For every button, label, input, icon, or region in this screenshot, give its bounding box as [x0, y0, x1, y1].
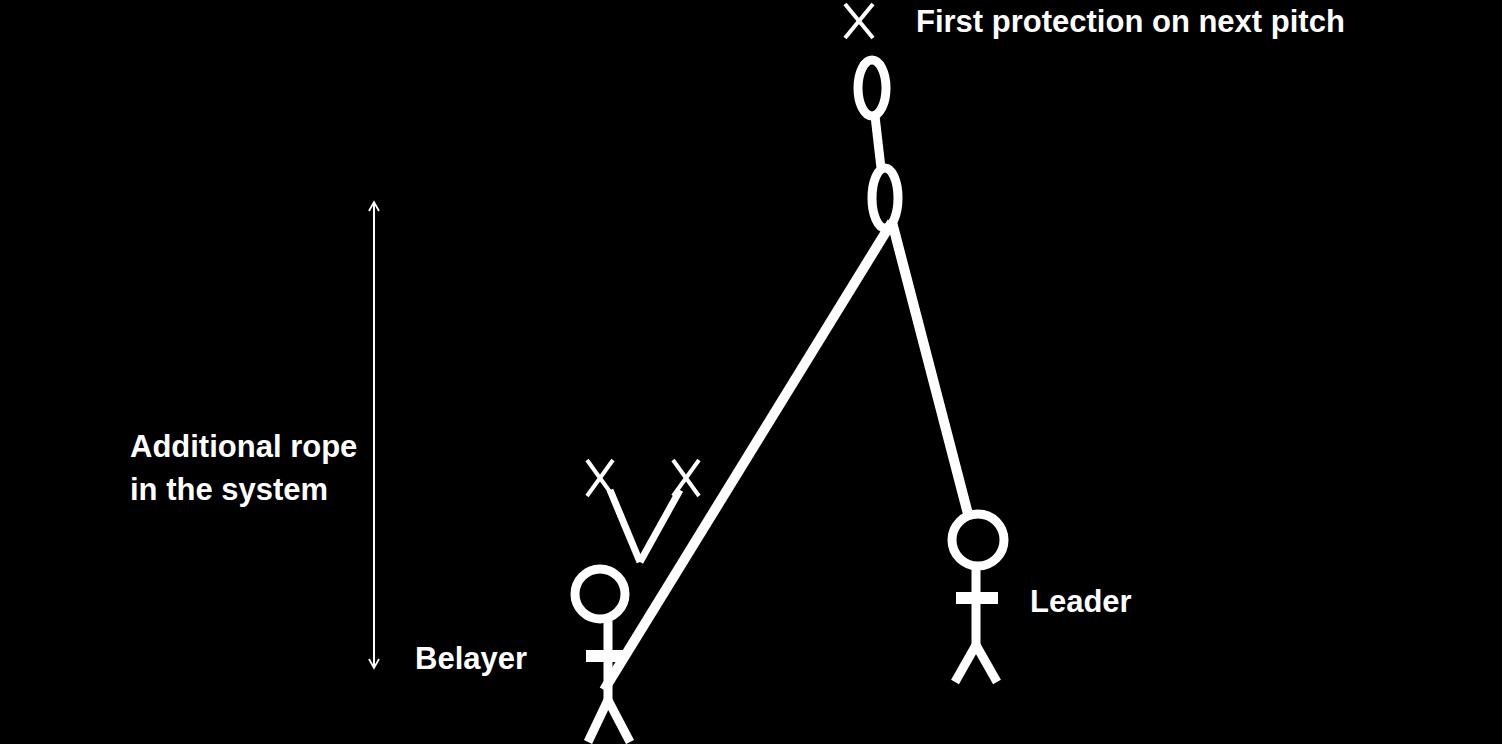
- carabiner: [872, 168, 898, 228]
- figure-label: Belayer: [415, 637, 575, 680]
- anchor-sling: [610, 490, 680, 562]
- rope: [892, 222, 968, 514]
- anchor-mark: [587, 460, 699, 496]
- dimension-label: Additional rope in the system: [130, 425, 370, 512]
- figure-label: Leader: [1030, 580, 1230, 623]
- rope: [604, 222, 892, 690]
- quickdraw-sling: [875, 116, 881, 168]
- belayer-figure: [575, 569, 630, 742]
- protection-label: First protection on next pitch: [916, 0, 1496, 43]
- protection-mark: [845, 4, 873, 38]
- leader-figure: [952, 514, 1004, 682]
- dimension-arrow: [373, 202, 375, 668]
- carabiner: [858, 60, 886, 116]
